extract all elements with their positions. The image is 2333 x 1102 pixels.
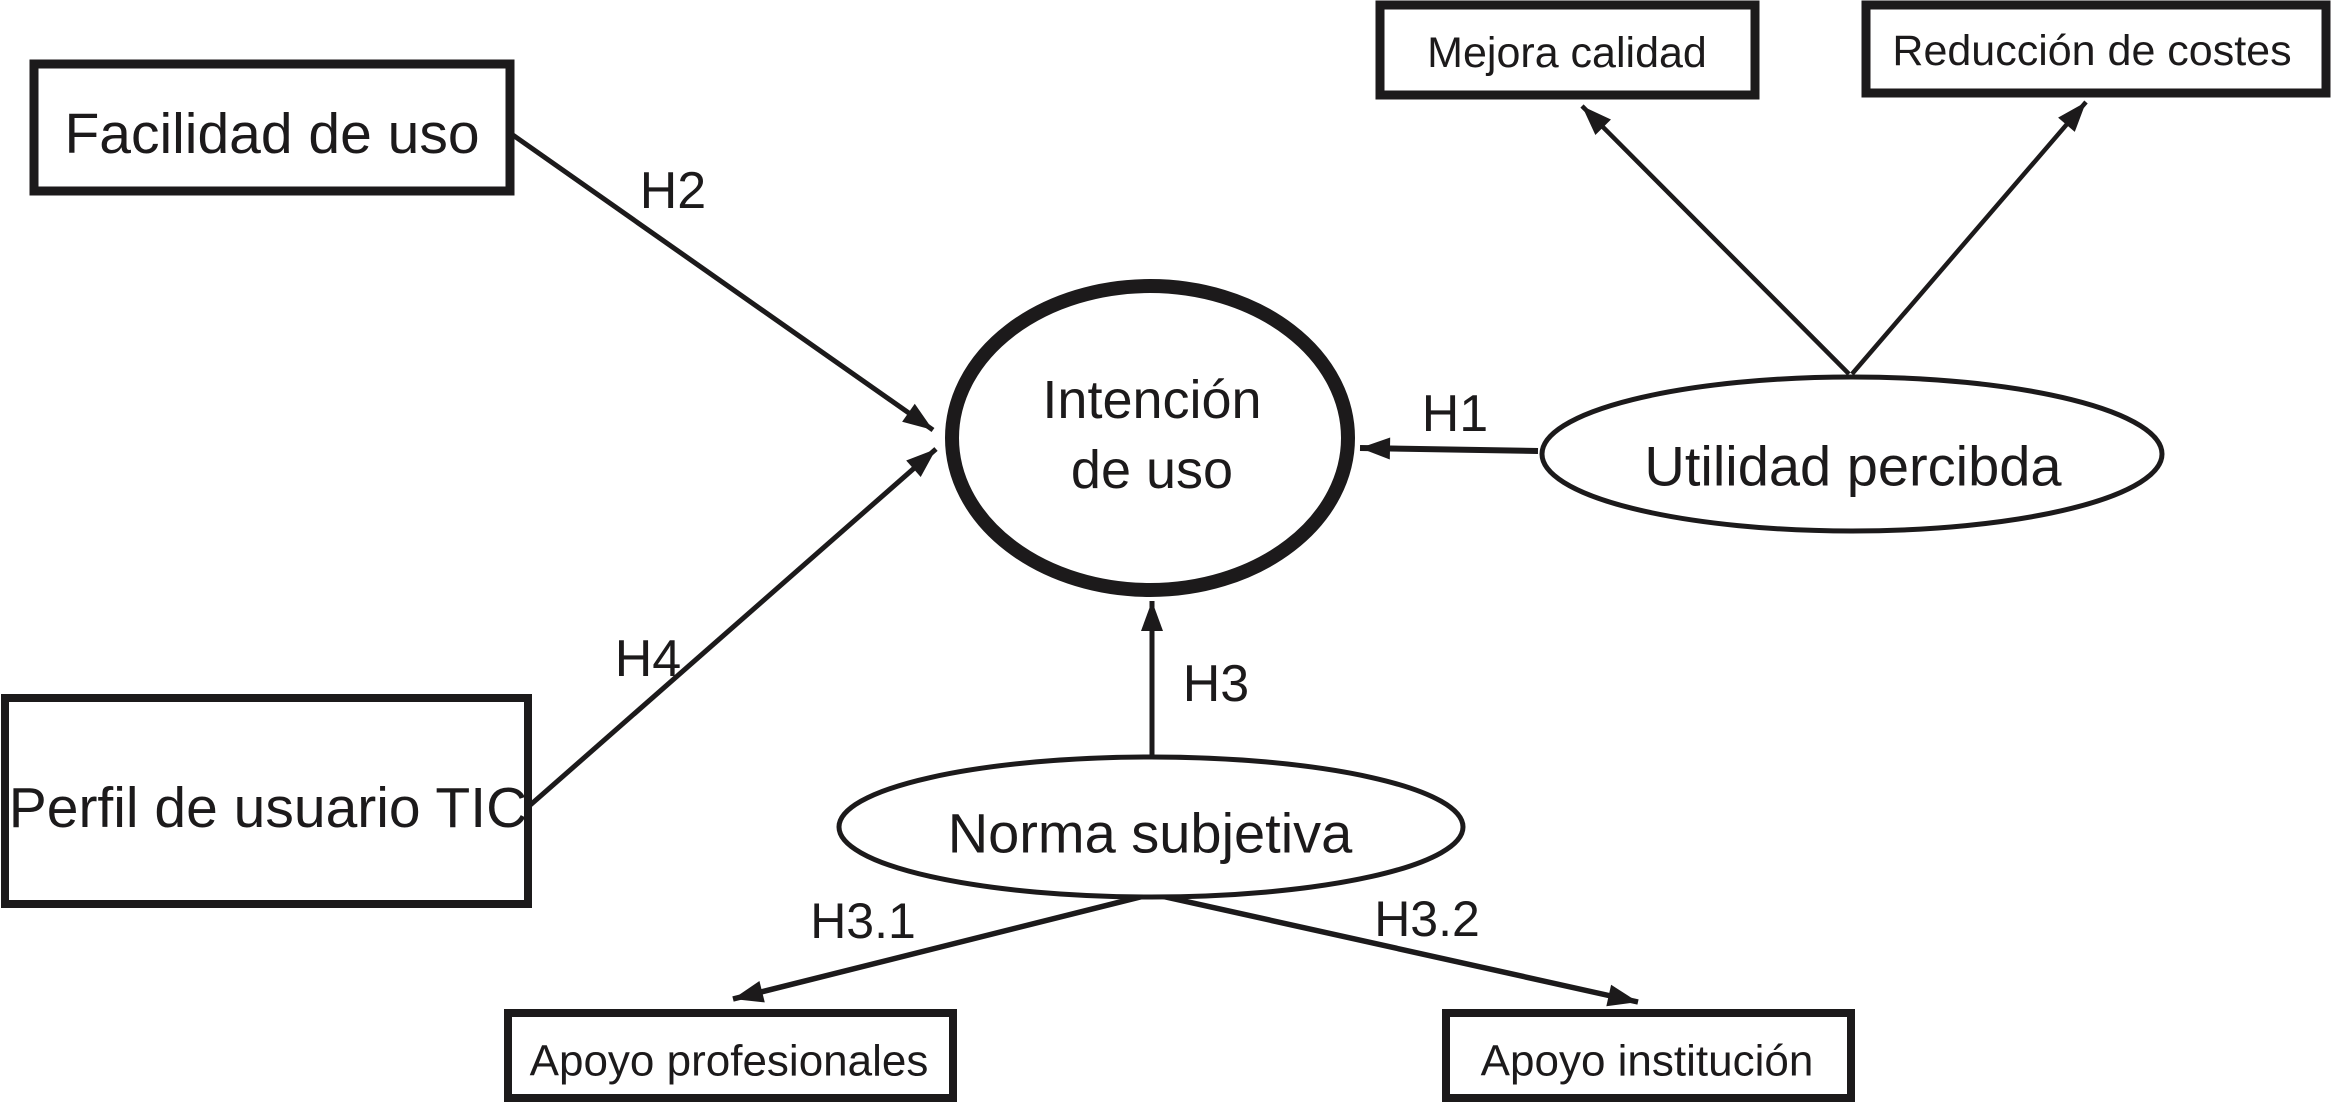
apoyo-profesionales-box [504,1009,957,1102]
edge-utilidad-mejora-arrow [1580,104,1851,376]
apoyo-profesionales-label: Apoyo profesionales [530,1037,929,1086]
edge-h3-2-arrow [1129,886,1639,1007]
norma-subjetiva-ellipse [836,754,1466,900]
edge-label-h1: H1 [1422,385,1488,443]
intencion-de-uso-label-line1: Intención [1042,370,1261,430]
facilidad-de-uso-box [29,59,515,196]
node-utilidad-percibida: Utilidad percibda [1539,374,2165,534]
reduccion-de-costes-box [1861,0,2331,98]
apoyo-institucion-label: Apoyo institución [1481,1037,1814,1086]
edge-h4-arrow [526,447,938,809]
edge-h1-arrow [1359,437,1539,460]
edge-label-h3-2: H3.2 [1374,891,1480,947]
node-intencion-de-uso: Intención de uso [945,279,1355,597]
perfil-usuario-tic-label: Perfil de usuario TIC [9,776,528,840]
edge-label-h4: H4 [615,630,681,688]
reduccion-de-costes-label: Reducción de costes [1892,27,2291,75]
mejora-calidad-label: Mejora calidad [1427,29,1707,77]
edge-h2-arrow [508,130,935,433]
utilidad-percibida-ellipse [1539,374,2165,534]
intencion-de-uso-circle [945,279,1355,597]
edge-label-h2: H2 [640,162,706,220]
node-apoyo-institucion: Apoyo institución [1442,1009,1855,1102]
edge-label-h3-1: H3.1 [810,893,916,949]
node-reduccion-de-costes: Reducción de costes [1861,0,2331,98]
node-facilidad-de-uso: Facilidad de uso [29,59,515,196]
norma-subjetiva-label: Norma subjetiva [948,802,1353,865]
node-mejora-calidad: Mejora calidad [1375,0,1760,100]
utilidad-percibida-label: Utilidad percibda [1644,435,2062,498]
edge-h3-1-arrow [732,886,1173,1003]
mejora-calidad-box [1375,0,1760,100]
edge-label-h3: H3 [1183,655,1249,713]
intencion-de-uso-label-line2: de uso [1071,440,1233,500]
node-apoyo-profesionales: Apoyo profesionales [504,1009,957,1102]
node-norma-subjetiva: Norma subjetiva [836,754,1466,900]
perfil-usuario-tic-box [1,694,532,908]
edge-utilidad-reduccion-arrow [1850,100,2088,376]
node-perfil-usuario-tic: Perfil de usuario TIC [1,694,532,908]
facilidad-de-uso-label: Facilidad de uso [64,102,479,166]
apoyo-institucion-box [1442,1009,1855,1102]
